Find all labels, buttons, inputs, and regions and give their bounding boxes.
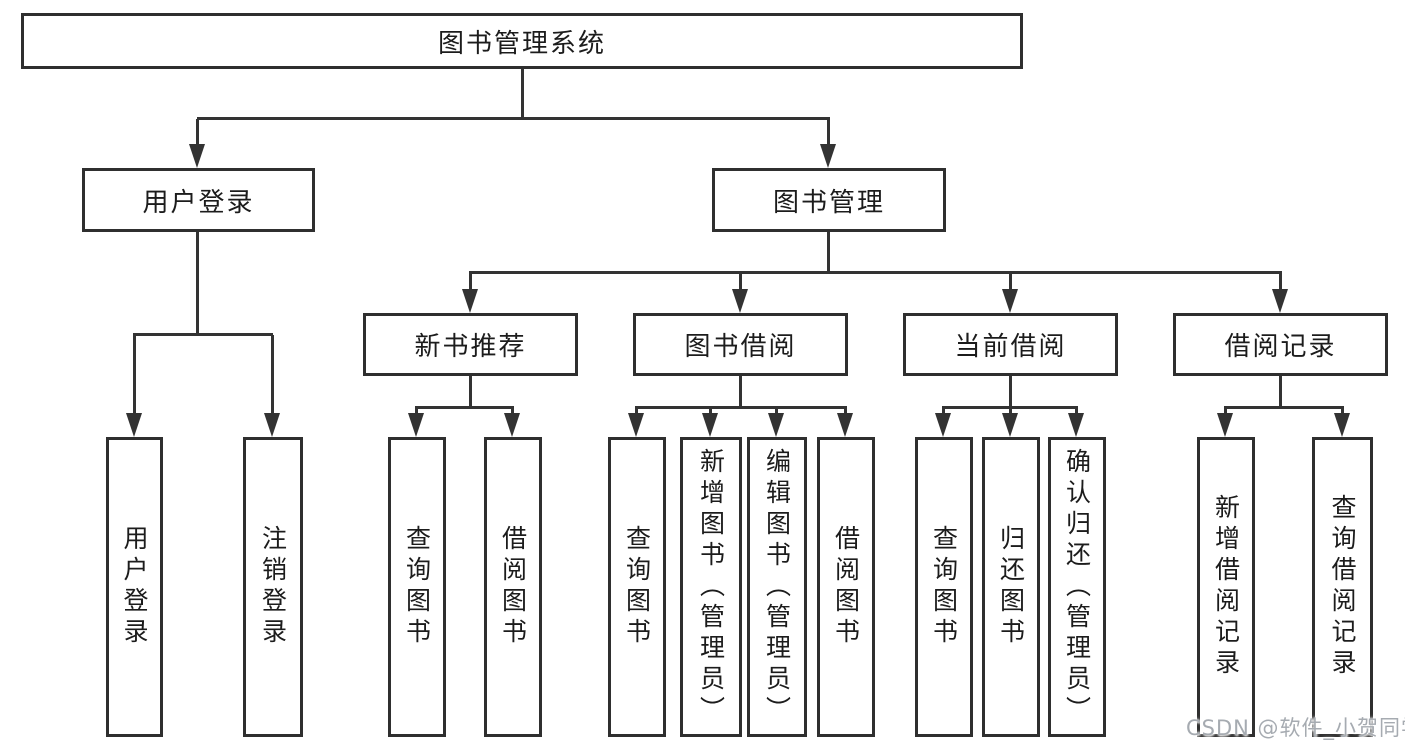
connector-root-vertical	[521, 69, 524, 120]
leaf-logout: 注销登录	[243, 437, 303, 737]
connector-book-borrow-horizontal	[635, 406, 847, 409]
leaf-cb-confirm-return-admin-label: 确认归还（管理员）	[1062, 447, 1092, 727]
leaf-bb-edit-books-admin-label: 编辑图书（管理员）	[762, 447, 792, 727]
node-current-borrowing: 当前借阅	[903, 313, 1118, 376]
connector-current-borrow-horizontal	[942, 406, 1078, 409]
arrow-to-borrow-record	[1272, 273, 1289, 313]
connector-book-mgmt-vertical	[827, 232, 830, 274]
arrow-to-leaf-logout	[264, 335, 281, 437]
connector-current-borrow-vertical	[1009, 376, 1012, 409]
leaf-rec-query-books: 查询图书	[388, 437, 446, 737]
leaf-br-add-record: 新增借阅记录	[1197, 437, 1255, 737]
leaf-user-login: 用户登录	[106, 437, 163, 737]
arrow-to-rec-query-books	[408, 408, 425, 437]
leaf-cb-return-books: 归还图书	[982, 437, 1040, 737]
leaf-cb-query-books: 查询图书	[915, 437, 973, 737]
leaf-bb-edit-books-admin: 编辑图书（管理员）	[747, 437, 807, 737]
arrow-to-cb-confirm-return	[1068, 408, 1085, 437]
arrow-to-current-borrow	[1002, 273, 1019, 313]
leaf-cb-query-books-label: 查询图书	[929, 525, 959, 649]
leaf-rec-borrow-books: 借阅图书	[484, 437, 542, 737]
node-borrowing-records: 借阅记录	[1173, 313, 1388, 376]
connector-new-book-rec-horizontal	[415, 406, 514, 409]
arrow-to-bb-query-books	[628, 408, 645, 437]
node-book-management-label: 图书管理	[772, 187, 885, 218]
connector-book-borrow-vertical	[739, 376, 742, 409]
leaf-br-query-record: 查询借阅记录	[1312, 437, 1373, 737]
connector-user-login-horizontal	[133, 333, 273, 336]
arrow-to-cb-query-books	[935, 408, 952, 437]
connector-root-horizontal	[197, 117, 830, 120]
arrow-to-user-login	[189, 119, 206, 168]
node-borrowing-records-label: 借阅记录	[1224, 332, 1337, 362]
leaf-cb-return-books-label: 归还图书	[996, 525, 1026, 649]
arrow-to-cb-return-books	[1002, 408, 1019, 437]
node-book-borrowing: 图书借阅	[633, 313, 848, 376]
leaf-br-add-record-label: 新增借阅记录	[1211, 494, 1241, 680]
arrow-to-bb-edit-books	[768, 408, 785, 437]
connector-user-login-vertical	[196, 232, 199, 335]
arrow-to-bb-add-books	[702, 408, 719, 437]
arrow-to-leaf-user-login	[126, 335, 143, 437]
arrow-to-book-borrow	[732, 273, 749, 313]
csdn-watermark: CSDN @软件_小贺同学	[1186, 716, 1405, 740]
arrow-to-book-management	[820, 119, 837, 168]
leaf-br-query-record-label: 查询借阅记录	[1328, 494, 1357, 680]
node-current-borrowing-label: 当前借阅	[954, 332, 1067, 362]
node-root-system-label: 图书管理系统	[437, 28, 606, 59]
node-book-management: 图书管理	[712, 168, 946, 232]
node-book-borrowing-label: 图书借阅	[684, 332, 797, 362]
leaf-bb-query-books-label: 查询图书	[622, 525, 652, 649]
connector-borrow-record-horizontal	[1224, 406, 1344, 409]
leaf-bb-query-books: 查询图书	[608, 437, 666, 737]
leaf-bb-borrow-books: 借阅图书	[817, 437, 875, 737]
leaf-bb-add-books-admin: 新增图书（管理员）	[680, 437, 742, 737]
node-user-login: 用户登录	[82, 168, 315, 232]
leaf-logout-label: 注销登录	[258, 525, 288, 649]
node-root-system: 图书管理系统	[21, 13, 1023, 69]
node-new-book-recommendation: 新书推荐	[363, 313, 578, 376]
arrow-to-bb-borrow-books	[837, 408, 854, 437]
node-new-book-recommendation-label: 新书推荐	[414, 332, 527, 362]
leaf-bb-borrow-books-label: 借阅图书	[831, 525, 861, 649]
leaf-cb-confirm-return-admin: 确认归还（管理员）	[1048, 437, 1106, 737]
connector-book-mgmt-horizontal	[469, 271, 1282, 274]
arrow-to-rec-borrow-books	[504, 408, 521, 437]
leaf-bb-add-books-admin-label: 新增图书（管理员）	[696, 447, 726, 727]
arrow-to-br-query-record	[1334, 408, 1351, 437]
arrow-to-new-book-rec	[462, 273, 479, 313]
arrow-to-br-add-record	[1217, 408, 1234, 437]
node-user-login-label: 用户登录	[142, 187, 255, 218]
leaf-rec-query-books-label: 查询图书	[402, 525, 432, 649]
connector-borrow-record-vertical	[1279, 376, 1282, 409]
leaf-rec-borrow-books-label: 借阅图书	[498, 525, 528, 649]
leaf-user-login-label: 用户登录	[120, 525, 149, 649]
connector-new-book-rec-vertical	[469, 376, 472, 409]
